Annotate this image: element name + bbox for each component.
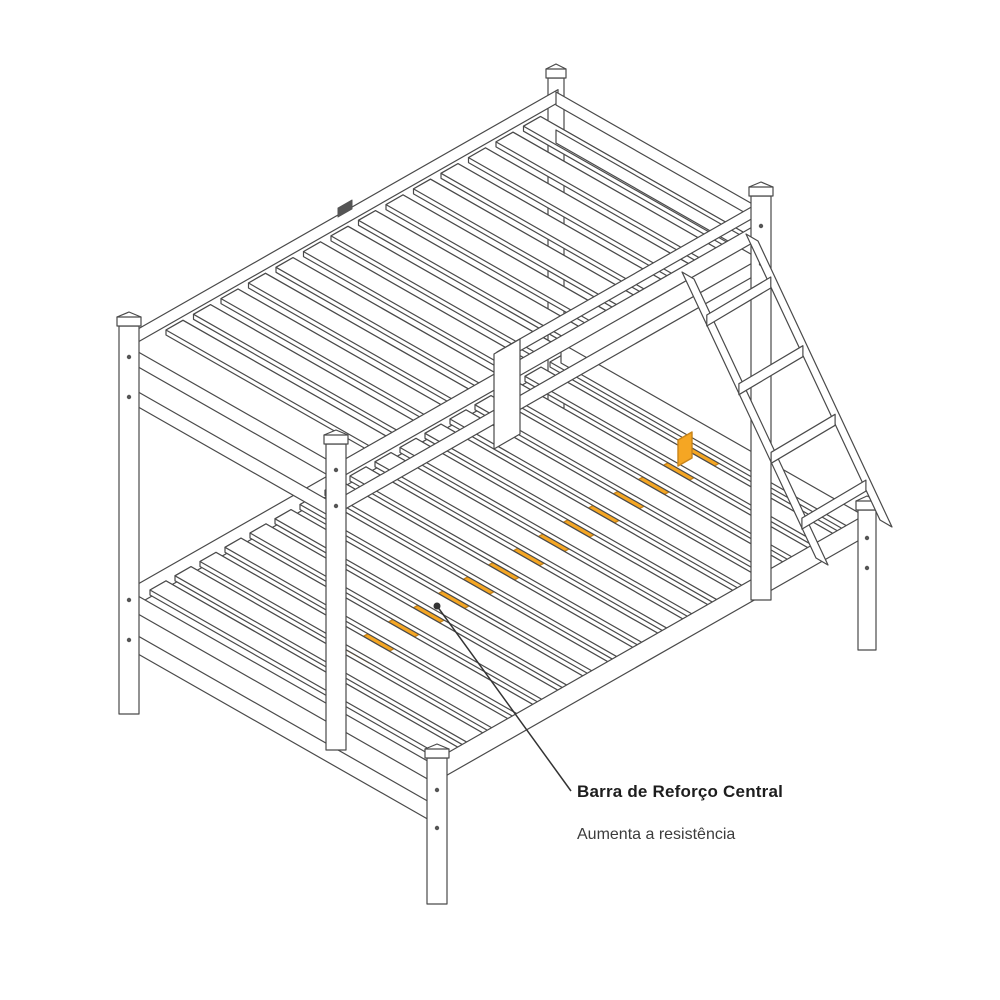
annotation-callout: Barra de Reforço Central Aumenta a resis… (577, 782, 877, 844)
annotation-subtitle: Aumenta a resistência (577, 826, 736, 843)
annotation-title: Barra de Reforço Central (577, 782, 784, 801)
